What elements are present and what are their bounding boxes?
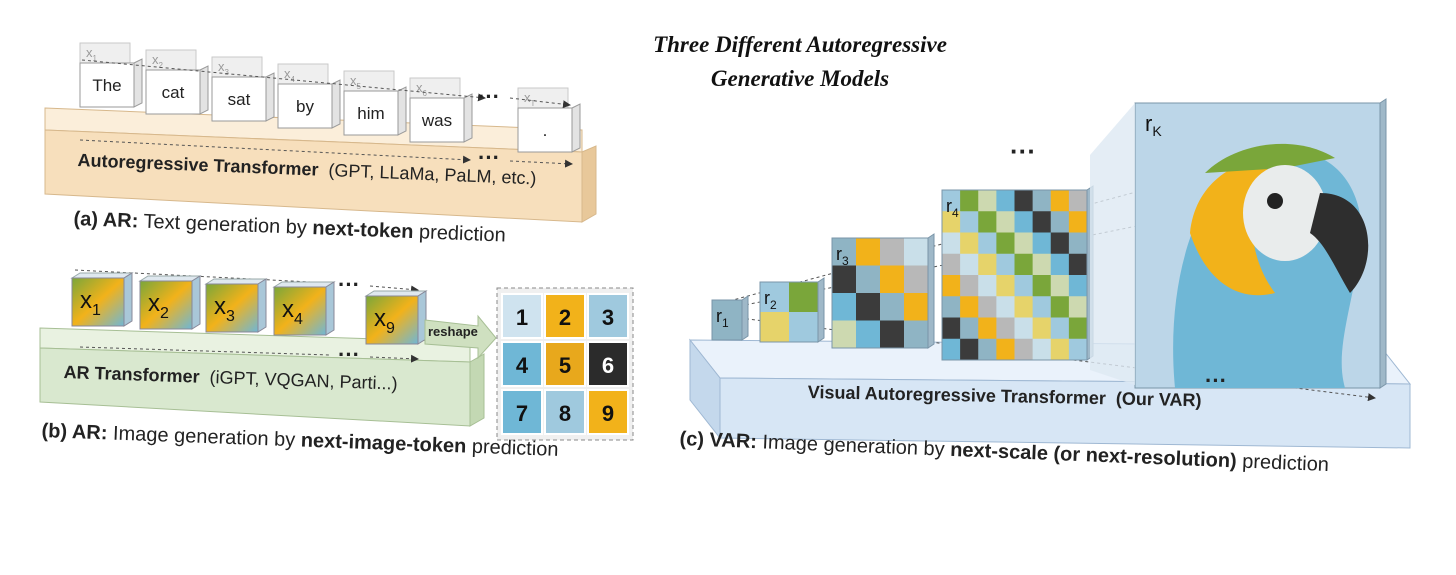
grid-number: 4 xyxy=(516,353,529,378)
grid-cell: 4 xyxy=(501,341,543,387)
panel-c-ellipsis-bottom: ··· xyxy=(1205,368,1227,393)
caption-a-bold: next-token xyxy=(311,217,414,244)
token-index-label: x6 xyxy=(416,80,428,98)
text-token-card: x4by xyxy=(277,63,341,129)
grid-cell: 1 xyxy=(501,293,543,339)
scale-label: r2 xyxy=(764,288,777,312)
grid-number: 3 xyxy=(602,305,614,330)
token-word: by xyxy=(296,97,314,116)
panel-b-top-arrow-end xyxy=(369,285,419,294)
scale-map: r2 xyxy=(759,277,825,343)
panel-a-top-arrow-end xyxy=(509,97,571,109)
grid-cell: 8 xyxy=(544,389,586,435)
grid-number: 7 xyxy=(516,401,528,426)
grid-cell: 2 xyxy=(544,293,586,339)
grid-number: 5 xyxy=(559,353,571,378)
panel-a-bottom-arrow xyxy=(79,139,471,164)
reshape-label: reshape xyxy=(428,324,478,339)
figure-title: Three Different Autoregressive Generativ… xyxy=(560,28,1040,96)
text-token-card: x5him xyxy=(343,70,407,136)
scale-map: r1 xyxy=(711,295,749,341)
image-token-cube: x2 xyxy=(138,275,202,330)
text-token-card: x2 cat xyxy=(145,49,209,115)
token-index-label: x3 xyxy=(218,59,230,77)
panel-c-ellipsis-top: ··· xyxy=(1010,136,1036,166)
panel-a-top-arrow xyxy=(81,59,486,102)
panel-b: ··· x1 x2 x3 x4 x9 ··· reshape 1 2 3 4 5 6 7 8 9 xyxy=(39,269,634,441)
caption-a-suffix: prediction xyxy=(418,221,507,247)
grid-number: 9 xyxy=(602,401,614,426)
panel-a-ellipsis-bottom: ··· xyxy=(478,145,500,170)
image-token-label: x2 xyxy=(148,290,169,322)
scale-label: r4 xyxy=(946,196,959,220)
panel-b-ellipsis-bottom: ··· xyxy=(338,342,360,367)
reshaped-token-grid: 1 2 3 4 5 6 7 8 9 xyxy=(501,293,629,435)
grid-cell: 5 xyxy=(544,341,586,387)
scale-label: r1 xyxy=(716,306,729,330)
grid-number: 6 xyxy=(602,353,614,378)
grid-number: 8 xyxy=(559,401,571,426)
image-token-cube: x3 xyxy=(204,278,268,333)
panel-a-bottom-arrow-end xyxy=(509,159,573,168)
panel-a-ellipsis-top: ··· xyxy=(478,84,500,109)
title-line-1: Three Different Autoregressive xyxy=(653,32,947,57)
var-transformer-examples: (Our VAR) xyxy=(1115,388,1202,411)
panel-b-ellipsis-top: ··· xyxy=(338,272,360,297)
image-token-cube: x9 xyxy=(364,290,428,345)
grid-number: 1 xyxy=(516,305,528,330)
ar-text-box-side xyxy=(581,145,597,223)
token-index-label: x2 xyxy=(152,52,164,70)
caption-b-suffix: prediction xyxy=(471,435,559,461)
frustum-shade xyxy=(1090,103,1135,385)
caption-b-prefix: (b) AR: xyxy=(41,420,108,445)
scale-label: r3 xyxy=(836,244,849,268)
caption-c-prefix: (c) VAR: xyxy=(679,428,758,454)
image-token-label: x1 xyxy=(80,287,101,319)
grid-cell: 7 xyxy=(501,389,543,435)
image-token-cube: x4 xyxy=(272,281,336,336)
grid-cell: 3 xyxy=(587,293,629,339)
token-index-label: xT xyxy=(524,90,536,108)
scale-map: r4 xyxy=(941,185,1094,361)
token-word: The xyxy=(92,76,121,95)
image-token-label: x4 xyxy=(282,296,303,328)
scale-map: r3 xyxy=(831,233,935,349)
token-word: him xyxy=(357,104,384,123)
panel-c: r1 r2 r3 r4 rK ··· ··· xyxy=(688,98,1412,449)
ar-image-box-side xyxy=(469,353,485,427)
text-token-card: xT. xyxy=(517,87,581,153)
panel-b-top-arrow xyxy=(74,269,331,284)
reshape-arrow xyxy=(424,314,497,360)
token-index-label: x1 xyxy=(86,45,98,63)
scale-map: rK xyxy=(1134,98,1387,389)
token-word: sat xyxy=(228,90,251,109)
panel-b-bottom-arrow-end xyxy=(369,354,419,363)
image-token-cube: x1 xyxy=(70,272,134,327)
token-word: . xyxy=(543,121,548,140)
image-token-label: x3 xyxy=(214,293,235,325)
ar-image-transformer-name: AR Transformer xyxy=(63,362,200,387)
scale-maps: r1 r2 r3 r4 rK xyxy=(711,98,1387,389)
token-word: cat xyxy=(162,83,185,102)
text-token-card: x3 sat xyxy=(211,56,275,122)
caption-b-bold: next-image-token xyxy=(300,429,467,458)
image-token-cubes: x1 x2 x3 x4 x9 xyxy=(70,272,428,345)
caption-c-suffix: prediction xyxy=(1241,450,1330,477)
grid-cell: 6 xyxy=(587,341,629,387)
scale-label: rK xyxy=(1145,111,1162,139)
image-token-label: x9 xyxy=(374,305,395,337)
token-word: was xyxy=(421,111,452,130)
caption-a-prefix: (a) AR: xyxy=(73,208,139,233)
text-token-card: x6 was xyxy=(409,77,473,143)
title-line-2: Generative Models xyxy=(710,66,890,91)
grid-number: 2 xyxy=(559,305,571,330)
grid-cell: 9 xyxy=(587,389,629,435)
